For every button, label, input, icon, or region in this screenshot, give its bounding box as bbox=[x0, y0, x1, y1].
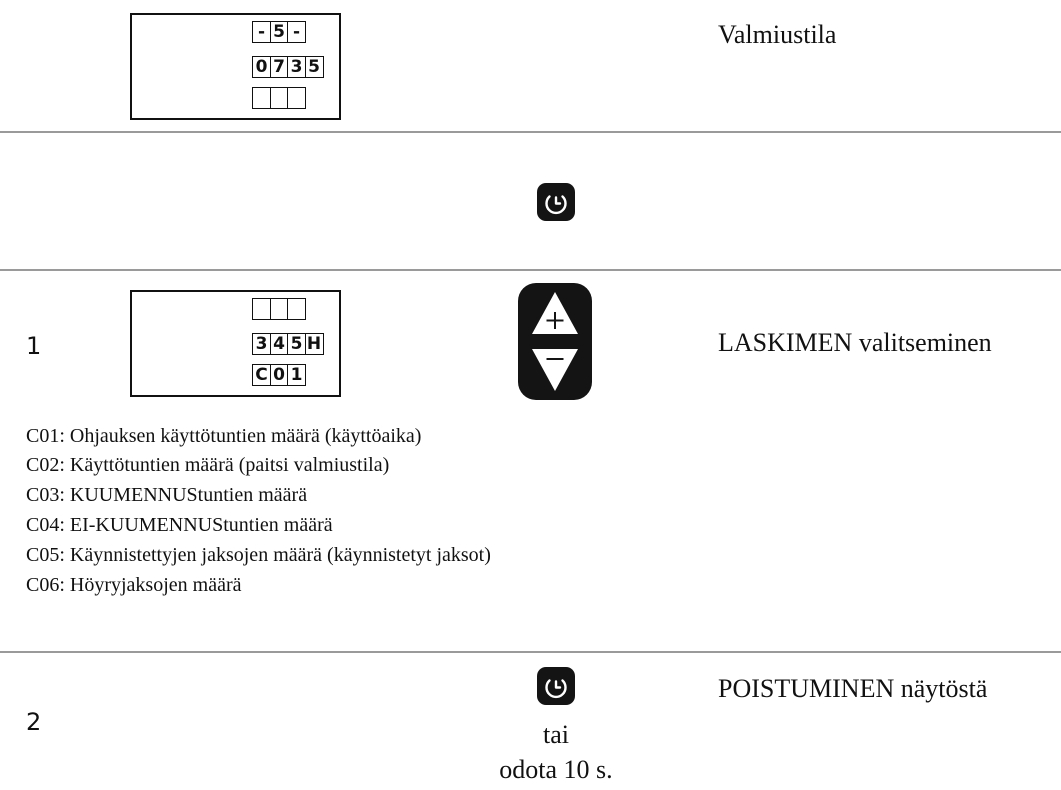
clock-button[interactable] bbox=[537, 183, 575, 221]
display-digit: 5 bbox=[269, 21, 289, 43]
select-counter-label: LASKIMEN valitseminen bbox=[718, 328, 992, 357]
divider bbox=[0, 269, 1061, 271]
step-number: 2 bbox=[26, 708, 42, 736]
display-digit: 0 bbox=[252, 56, 271, 78]
display-digit: 1 bbox=[287, 364, 306, 386]
display-digit bbox=[287, 298, 306, 320]
or-text: tai bbox=[543, 720, 569, 749]
clock-icon bbox=[545, 679, 567, 699]
counter-display: 3 4 5 H C 0 1 bbox=[130, 290, 341, 397]
counter-item: C02: Käyttötuntien määrä (paitsi valmius… bbox=[26, 454, 390, 476]
display-digit: 4 bbox=[269, 333, 289, 355]
display-digit bbox=[287, 87, 306, 109]
divider bbox=[0, 131, 1061, 133]
display-digit bbox=[269, 298, 289, 320]
counter-item: C03: KUUMENNUStuntien määrä bbox=[26, 484, 308, 506]
display-row-3 bbox=[252, 87, 306, 109]
display-digit: H bbox=[304, 333, 324, 355]
display-row-2: 0 7 3 5 bbox=[252, 56, 324, 78]
counter-item: C04: EI-KUUMENNUStuntien määrä bbox=[26, 514, 333, 536]
plus-minus-icon bbox=[518, 283, 592, 400]
display-digit: - bbox=[287, 21, 306, 43]
step-number: 1 bbox=[26, 332, 42, 360]
display-row-3: C 0 1 bbox=[252, 364, 306, 386]
display-digit bbox=[252, 298, 271, 320]
display-digit: 5 bbox=[287, 333, 306, 355]
display-digit bbox=[252, 87, 271, 109]
clock-icon bbox=[545, 195, 567, 215]
display-row-1 bbox=[252, 298, 306, 320]
display-digit: - bbox=[252, 21, 271, 43]
display-digit: C bbox=[252, 364, 271, 386]
display-digit: 3 bbox=[252, 333, 271, 355]
display-row-2: 3 4 5 H bbox=[252, 333, 324, 355]
display-digit: 3 bbox=[287, 56, 306, 78]
clock-button[interactable] bbox=[537, 667, 575, 705]
wait-text: odota 10 s. bbox=[499, 755, 613, 784]
divider bbox=[0, 651, 1061, 653]
display-digit bbox=[269, 87, 289, 109]
display-row-1: - 5 - bbox=[252, 21, 306, 43]
plus-minus-button[interactable] bbox=[517, 282, 593, 401]
display-digit: 5 bbox=[304, 56, 324, 78]
exit-display-label: POISTUMINEN näytöstä bbox=[718, 674, 988, 703]
display-digit: 7 bbox=[269, 56, 289, 78]
display-digit: 0 bbox=[269, 364, 289, 386]
counter-item: C05: Käynnistettyjen jaksojen määrä (käy… bbox=[26, 544, 491, 566]
standby-label: Valmiustila bbox=[718, 20, 837, 49]
standby-display: - 5 - 0 7 3 5 bbox=[130, 13, 341, 120]
counter-item: C06: Höyryjaksojen määrä bbox=[26, 574, 242, 596]
counter-item: C01: Ohjauksen käyttötuntien määrä (käyt… bbox=[26, 425, 422, 447]
